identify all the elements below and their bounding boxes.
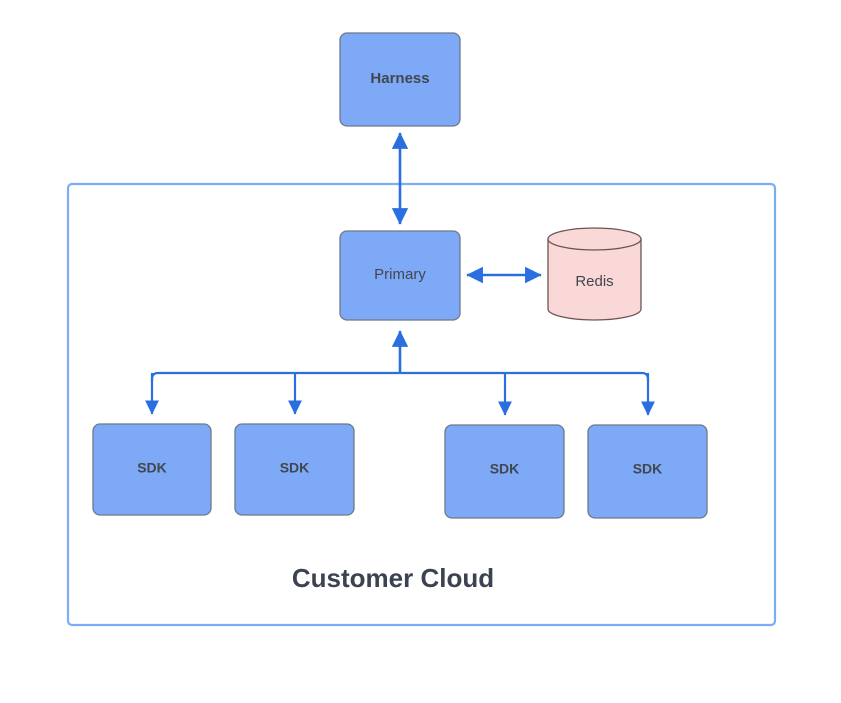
connector-sdk-bus	[150, 371, 650, 381]
primary-box[interactable]	[339, 230, 461, 321]
sdk-3-label: SDK	[490, 461, 520, 477]
sdk-bus-line	[150, 371, 650, 381]
primary-label: Primary	[374, 266, 426, 283]
node-sdk-2[interactable]: SDK	[234, 423, 355, 516]
sdk-4-label: SDK	[633, 461, 663, 477]
group-customer-cloud: Customer Cloud	[66, 182, 777, 627]
node-harness[interactable]: Harness	[339, 32, 461, 127]
redis-cylinder-top	[547, 227, 642, 251]
redis-label: Redis	[575, 273, 613, 290]
node-sdk-1[interactable]: SDK	[92, 423, 212, 516]
customer-cloud-border	[66, 182, 777, 627]
customer-cloud-title: Customer Cloud	[292, 563, 494, 593]
node-sdk-4[interactable]: SDK	[587, 424, 708, 519]
node-primary[interactable]: Primary	[339, 230, 461, 321]
sdk-1-label: SDK	[137, 460, 167, 476]
harness-label: Harness	[370, 70, 429, 87]
sdk-3-box[interactable]	[444, 424, 565, 519]
sdk-2-box[interactable]	[234, 423, 355, 516]
sdk-2-label: SDK	[280, 460, 310, 476]
sdk-4-box[interactable]	[587, 424, 708, 519]
sdk-1-box[interactable]	[92, 423, 212, 516]
node-sdk-3[interactable]: SDK	[444, 424, 565, 519]
redis-cylinder-body[interactable]	[547, 238, 642, 321]
harness-box[interactable]	[339, 32, 461, 127]
node-redis[interactable]: Redis	[547, 227, 642, 321]
